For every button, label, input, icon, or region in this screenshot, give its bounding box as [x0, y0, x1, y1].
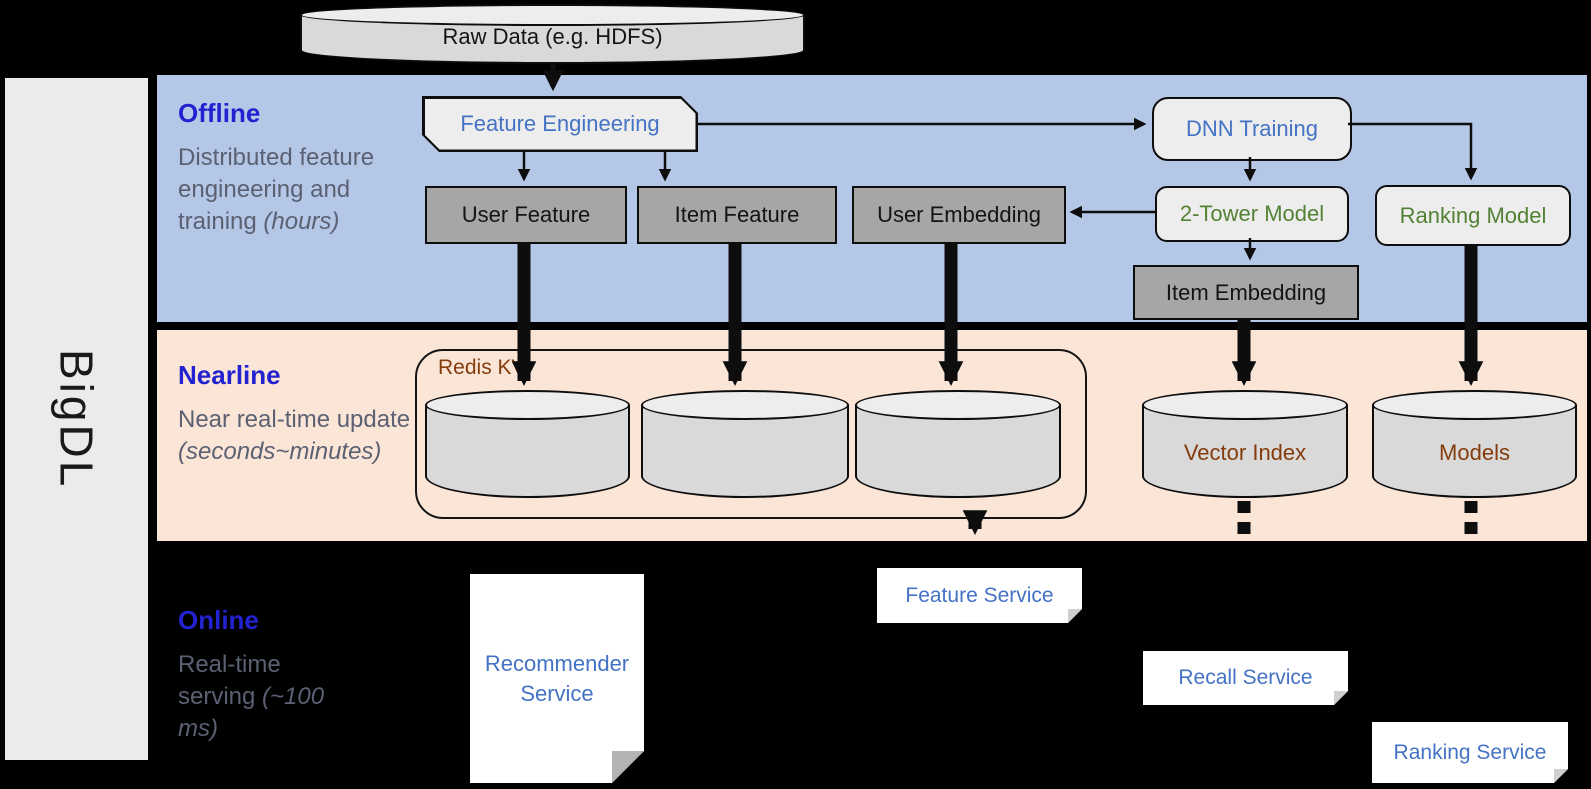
raw-data-label: Raw Data (e.g. HDFS)	[442, 24, 663, 50]
nearline-title: Nearline	[178, 360, 281, 390]
online-subtitle-text: Real-time serving	[178, 651, 281, 710]
page-fold-corner	[1068, 609, 1082, 623]
feature-service-node: Feature Service	[877, 568, 1082, 623]
redis-kv-container	[415, 349, 1087, 519]
offline-subtitle: Distributed feature engineering and trai…	[178, 142, 423, 238]
vector-index-cylinder: Vector Index	[1142, 390, 1348, 498]
vector-index-label: Vector Index	[1183, 439, 1307, 465]
dnn-training-node: DNN Training	[1152, 97, 1352, 161]
raw-data-cylinder: Raw Data (e.g. HDFS)	[300, 4, 805, 64]
two-tower-model-node: 2-Tower Model	[1155, 186, 1349, 242]
redis-kv-label: Redis KV	[438, 356, 526, 379]
models-label: Models	[1439, 439, 1510, 465]
cylinder-body	[1142, 405, 1348, 498]
recommender-service-label: Recommender Service	[484, 650, 630, 706]
offline-subtitle-text: Distributed feature engineering and trai…	[178, 144, 375, 235]
online-subtitle: Real-time serving (~100 ms)	[178, 649, 338, 745]
nearline-subtitle-note: (seconds~minutes)	[178, 438, 382, 465]
cylinder-body	[1372, 405, 1577, 498]
cylinder-top-ellipse	[300, 4, 805, 26]
recall-service-label: Recall Service	[1178, 666, 1313, 689]
feature-engineering-node: Feature Engineering	[422, 96, 698, 152]
cylinder-top-ellipse	[855, 390, 1061, 420]
page-fold-corner	[1334, 691, 1348, 705]
cylinder-top-ellipse	[641, 390, 849, 420]
cylinder-top-ellipse	[425, 390, 630, 420]
feature-engineering-label: Feature Engineering	[425, 99, 696, 150]
page-fold-corner	[612, 751, 644, 783]
nearline-subtitle: Near real-time update (seconds~minutes)	[178, 404, 440, 468]
user-embedding-node: User Embedding	[852, 186, 1066, 244]
redis-cylinder-1	[425, 390, 630, 498]
recall-service-node: Recall Service	[1143, 651, 1348, 705]
user-feature-node: User Feature	[425, 186, 627, 244]
bigdl-sidebar: BigDL	[5, 78, 148, 760]
online-subtitle-note: (~100 ms)	[178, 683, 325, 742]
ranking-service-node: Ranking Service	[1372, 722, 1568, 783]
feature-service-label: Feature Service	[905, 583, 1054, 607]
cylinder-body	[855, 405, 1061, 498]
cylinder-top-ellipse	[1372, 390, 1577, 420]
item-feature-node: Item Feature	[637, 186, 837, 244]
cylinder-body	[425, 405, 630, 498]
ranking-service-label: Ranking Service	[1393, 740, 1547, 764]
bigdl-logo-text: BigDL	[50, 348, 103, 490]
redis-cylinder-3	[855, 390, 1061, 498]
recommender-service-node: Recommender Service	[470, 574, 644, 783]
redis-cylinder-2	[641, 390, 849, 498]
cylinder-body	[641, 405, 849, 498]
cylinder-top-ellipse	[1142, 390, 1348, 420]
nearline-subtitle-text: Near real-time update	[178, 406, 411, 433]
online-title: Online	[178, 605, 259, 635]
item-embedding-node: Item Embedding	[1133, 265, 1359, 320]
ranking-model-node: Ranking Model	[1375, 185, 1571, 246]
offline-subtitle-note: (hours)	[263, 208, 340, 235]
models-cylinder: Models	[1372, 390, 1577, 498]
offline-title: Offline	[178, 98, 261, 128]
page-fold-corner	[1554, 769, 1568, 783]
